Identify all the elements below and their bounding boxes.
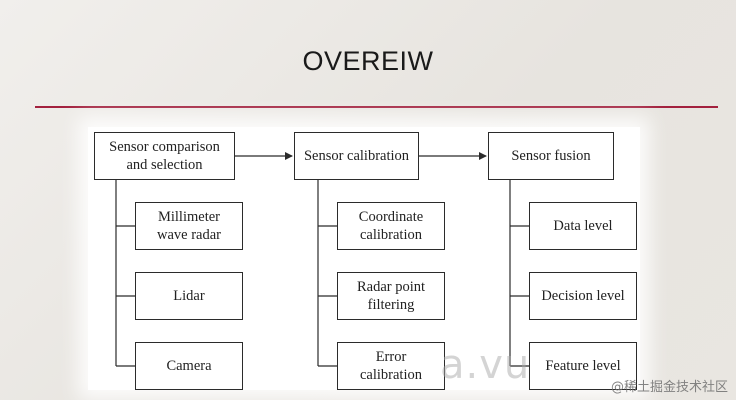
box-camera: Camera bbox=[135, 342, 243, 390]
title-rule bbox=[35, 106, 718, 108]
box-feature-level: Feature level bbox=[529, 342, 637, 390]
box-sensor-comparison: Sensor comparison and selection bbox=[94, 132, 235, 180]
slide-title: OVEREIW bbox=[302, 46, 434, 76]
box-sensor-fusion: Sensor fusion bbox=[488, 132, 614, 180]
box-sensor-calibration: Sensor calibration bbox=[294, 132, 419, 180]
box-decision-level: Decision level bbox=[529, 272, 637, 320]
credit-text: @稀土掘金技术社区 bbox=[610, 380, 728, 395]
box-radar-point-filtering: Radar point filtering bbox=[337, 272, 445, 320]
box-lidar: Lidar bbox=[135, 272, 243, 320]
box-data-level: Data level bbox=[529, 202, 637, 250]
box-millimeter-wave-radar: Millimeter wave radar bbox=[135, 202, 243, 250]
watermark-text: a.vu bbox=[440, 342, 531, 388]
box-error-calibration: Error calibration bbox=[337, 342, 445, 390]
box-coordinate-calibration: Coordinate calibration bbox=[337, 202, 445, 250]
